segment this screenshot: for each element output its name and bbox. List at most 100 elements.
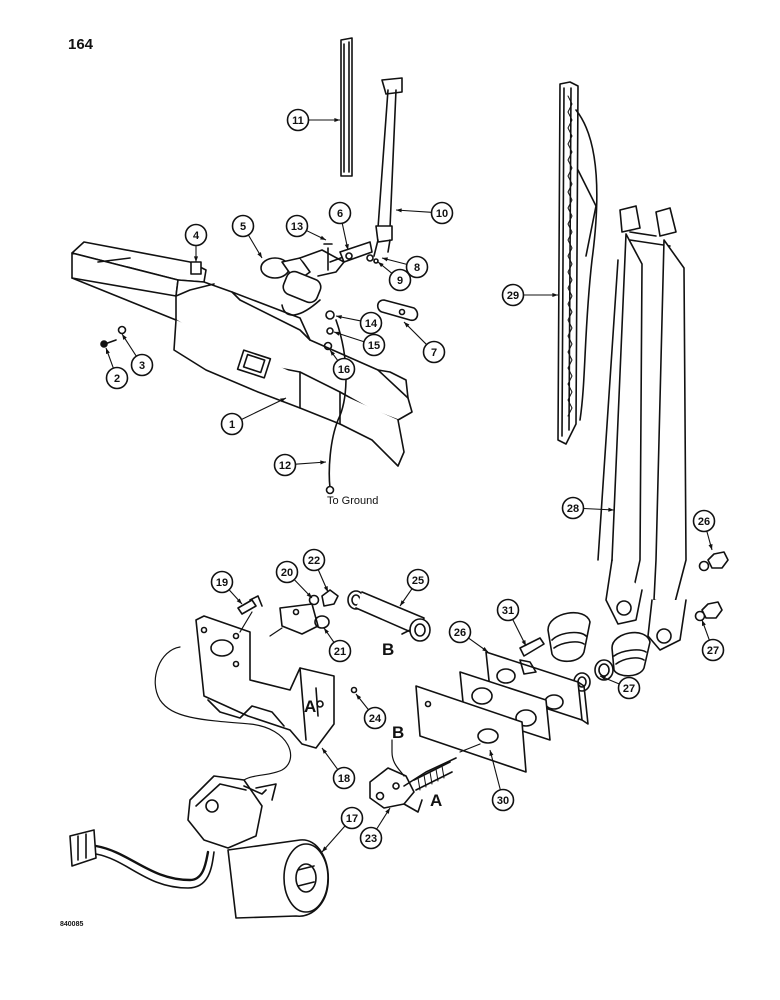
callout-19: 19 [210, 570, 243, 605]
callout-number: 27 [623, 683, 635, 695]
callout-arrowhead [334, 331, 340, 336]
callout-circle [448, 620, 472, 644]
callout-arrowhead [344, 244, 349, 250]
callout-18: 18 [321, 747, 356, 790]
callout-arrowhead [324, 628, 329, 634]
callout-circle [422, 340, 446, 364]
callout-number: 29 [507, 290, 519, 302]
callout-arrowhead [400, 600, 405, 606]
callout-layer: 1234567891011121314151617181920212223242… [105, 108, 725, 853]
callout-23: 23 [359, 807, 391, 850]
callout-7: 7 [403, 321, 446, 364]
marker-b-linkage: B [382, 640, 394, 659]
callout-6: 6 [328, 201, 352, 251]
screw-and-washer [100, 325, 127, 348]
callout-number: 24 [369, 713, 382, 725]
callout-arrowhead [404, 322, 410, 328]
callout-number: 6 [337, 208, 343, 220]
callout-20: 20 [275, 560, 313, 599]
callout-arrowhead [521, 640, 526, 646]
nut-washer-lower [694, 601, 723, 622]
callout-circle [363, 706, 387, 730]
page-number: 164 [68, 36, 94, 53]
callout-number: 7 [431, 347, 437, 359]
callout-5: 5 [231, 214, 263, 259]
callout-number: 14 [365, 318, 378, 330]
marker-a-pivot: A [430, 791, 442, 810]
callout-number: 21 [334, 646, 346, 658]
callout-circle [332, 766, 356, 790]
callout-number: 26 [698, 516, 710, 528]
callout-2: 2 [105, 347, 129, 390]
callout-circle [561, 496, 585, 520]
callout-arrowhead [336, 315, 342, 320]
callout-number: 28 [567, 503, 579, 515]
callout-circle [231, 214, 255, 238]
callout-number: 22 [308, 555, 320, 567]
callout-number: 3 [139, 360, 145, 372]
callout-circle [496, 598, 520, 622]
callout-16: 16 [329, 349, 356, 381]
callout-arrowhead [323, 586, 328, 592]
callout-circle [701, 638, 725, 662]
callout-circle [275, 560, 299, 584]
callout-24: 24 [355, 693, 387, 730]
callout-number: 20 [281, 567, 293, 579]
callout-arrowhead [702, 620, 706, 626]
callout-arrowhead [322, 748, 327, 754]
callout-circle [273, 453, 297, 477]
callout-circle [359, 311, 383, 335]
callout-leader [241, 397, 287, 420]
callout-number: 15 [368, 340, 380, 352]
callout-number: 30 [497, 795, 509, 807]
callout-circle [184, 223, 208, 247]
marker-a-bracket: A [304, 697, 316, 716]
callout-21: 21 [323, 627, 352, 663]
callout-15: 15 [333, 331, 386, 357]
small-screw [350, 686, 358, 694]
callout-number: 8 [414, 262, 420, 274]
callout-30: 30 [489, 749, 515, 812]
callout-arrowhead [378, 262, 384, 268]
callout-circle [359, 826, 383, 850]
callout-circle [332, 357, 356, 381]
callout-number: 10 [436, 208, 448, 220]
callout-circle [130, 353, 154, 377]
callout-number: 5 [240, 221, 246, 233]
callout-circle [302, 548, 326, 572]
callout-arrowhead [708, 544, 713, 550]
callout-arrowhead [320, 235, 326, 240]
callout-8: 8 [381, 255, 429, 279]
callout-3: 3 [121, 333, 154, 377]
connection-lines [154, 611, 481, 781]
pivot-shaft [369, 757, 457, 813]
callout-13: 13 [285, 214, 327, 241]
callout-circle [220, 412, 244, 436]
callout-arrowhead [320, 460, 326, 465]
small-wiper-motor [260, 249, 347, 316]
callout-arrowhead [322, 846, 328, 852]
callout-29: 29 [501, 283, 558, 307]
gasket-plate [376, 299, 419, 322]
callout-circle [388, 268, 412, 292]
gasket [415, 671, 551, 773]
callout-9: 9 [377, 261, 412, 292]
callout-number: 2 [114, 373, 120, 385]
small-nut-washer [366, 254, 379, 264]
drive-linkage [347, 590, 431, 642]
callout-circle [286, 108, 310, 132]
callout-25: 25 [399, 568, 430, 607]
callout-26: 26 [692, 509, 716, 551]
callout-number: 31 [502, 605, 514, 617]
callout-circle [328, 201, 352, 225]
callout-number: 9 [397, 275, 403, 287]
callout-number: 23 [365, 833, 377, 845]
rubber-boot-upper [547, 612, 591, 663]
callout-17: 17 [321, 806, 364, 853]
callout-26: 26 [448, 620, 489, 653]
small-wiper-arm [373, 77, 403, 257]
callout-1: 1 [220, 397, 287, 436]
callout-arrowhead [385, 808, 390, 814]
callout-number: 17 [346, 813, 358, 825]
